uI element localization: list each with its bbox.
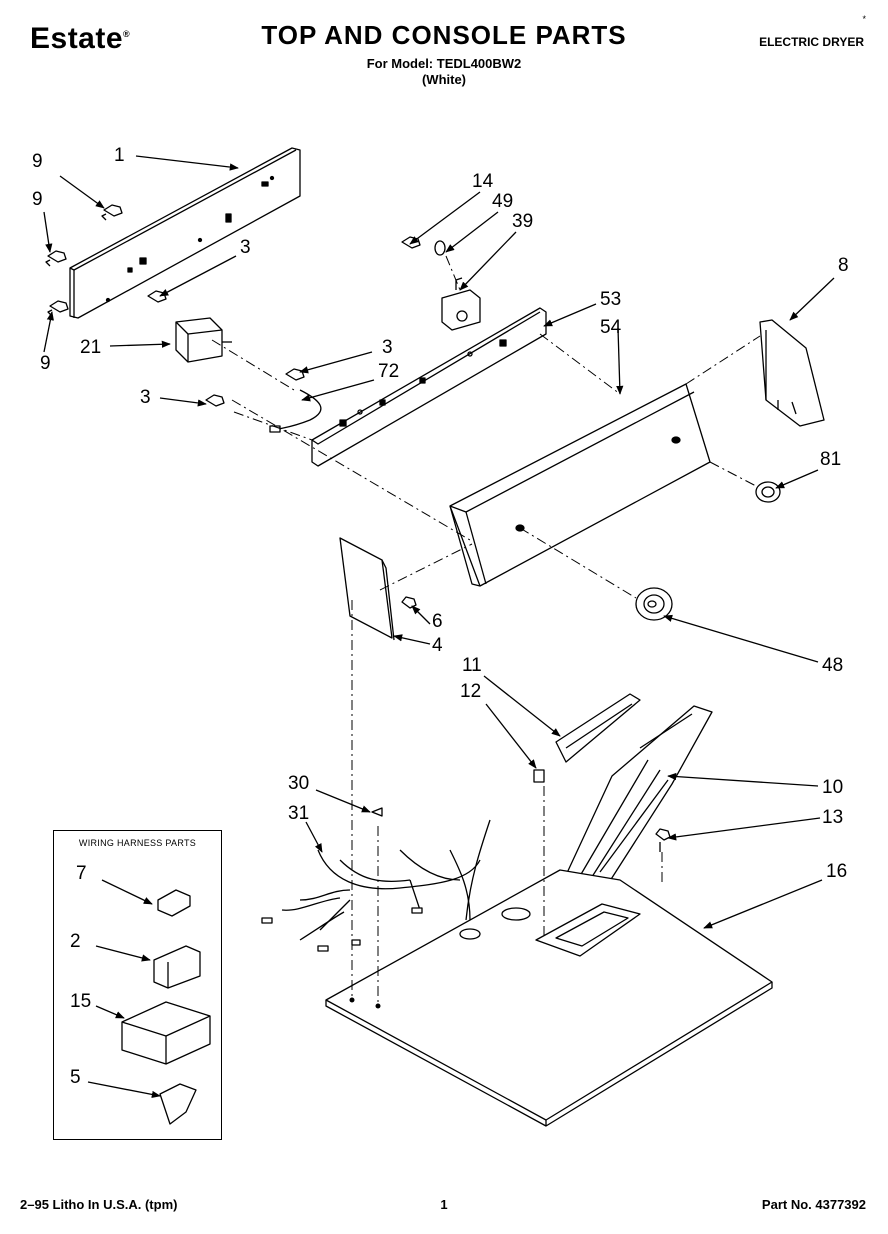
callout-53: 53 [600,289,622,310]
callout-3: 3 [240,237,251,258]
registered-mark: ® [123,29,131,39]
lint-opening-frame [535,903,641,957]
callout-81: 81 [820,449,842,470]
console-housing [449,383,711,587]
callout-31: 31 [288,803,310,824]
callout-9: 9 [32,189,43,210]
model-info: For Model: TEDL400BW2 (White) [0,56,888,88]
washer-icon [434,240,446,256]
timer-knob-icon [635,587,673,621]
screw-icon [205,394,225,407]
callout-14: 14 [472,171,494,192]
screw-icon [655,828,671,852]
console-bracket [311,307,547,467]
wiring-harness [261,819,491,952]
screw-icon [401,596,417,609]
page-number: 1 [440,1197,448,1212]
model-line: For Model: TEDL400BW2 [366,56,522,71]
callout-54: 54 [600,317,622,338]
brand-logo: Estate® [30,22,130,56]
connector-5 [159,1083,197,1125]
console-end-cap [759,319,825,427]
side-cover-panel [339,537,395,641]
brand-name: Estate [30,22,124,55]
callout-9: 9 [40,353,51,374]
callout-7: 7 [76,863,87,884]
callout-49: 49 [492,191,514,212]
connector-7 [157,889,191,917]
dryer-top-panel [325,869,773,1127]
lint-filter [555,693,641,763]
screw-icon [101,204,123,221]
callout-13: 13 [822,807,844,828]
callout-6: 6 [432,611,443,632]
switch-component [441,277,481,331]
callout-8: 8 [838,255,849,276]
callout-2: 2 [70,931,81,952]
callout-16: 16 [826,861,848,882]
callout-21: 21 [80,337,102,358]
callout-1: 1 [114,145,125,166]
screw-icon [285,368,305,381]
callout-4: 4 [432,635,443,656]
callout-3: 3 [140,387,151,408]
callout-15: 15 [70,991,92,1012]
callout-3: 3 [382,337,393,358]
callout-48: 48 [822,655,844,676]
harness-box-title: WIRING HARNESS PARTS [78,838,197,848]
connector-2 [153,945,201,989]
callout-5: 5 [70,1067,81,1088]
clip-icon [533,769,545,783]
corner-mark: * [862,14,866,24]
connector-15 [121,1001,211,1065]
callout-11: 11 [462,655,482,676]
part-number: Part No. 4377392 [761,1197,866,1212]
knob-icon [755,481,781,503]
color-line: (White) [421,72,467,87]
timer-component [175,317,232,363]
harness-clip-icon [371,807,383,817]
screw-icon [45,250,67,267]
callout-30: 30 [288,773,310,794]
rear-console-panel [69,147,301,319]
page-title: TOP AND CONSOLE PARTS [261,20,627,50]
document-type: ELECTRIC DRYER [759,35,864,49]
callout-12: 12 [460,681,482,702]
wiring-harness-parts-box [53,830,222,1140]
screw-icon [147,290,167,303]
callout-72: 72 [378,361,400,382]
callout-10: 10 [822,777,844,798]
callout-39: 39 [512,211,534,232]
callout-9: 9 [32,151,43,172]
litho-note: 2–95 Litho In U.S.A. (tpm) [20,1197,178,1212]
